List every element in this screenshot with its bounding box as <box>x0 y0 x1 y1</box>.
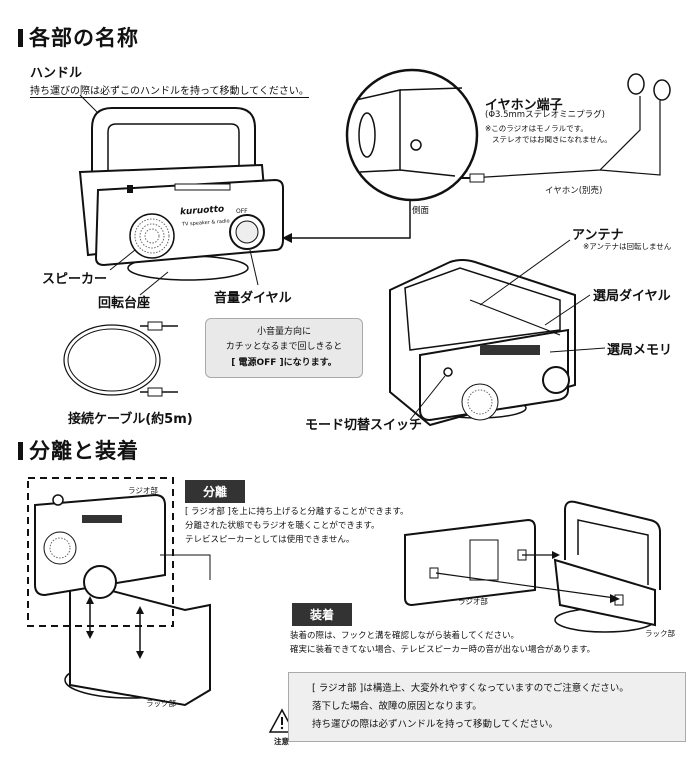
label-radio-part-right: ラジオ部 <box>458 597 488 606</box>
off-label: OFF <box>236 208 248 215</box>
label-mode-switch: モード切替スイッチ <box>305 418 423 433</box>
separation-tag: 分離 <box>185 480 246 503</box>
label-speaker: スピーカー <box>42 272 108 287</box>
label-tuning-dial: 選局ダイヤル <box>593 289 671 304</box>
caution-icon-label: 注意 <box>274 737 289 746</box>
earphone-jack-spec: (Φ3.5mmステレオミニプラグ) <box>485 110 605 120</box>
label-radio-part-left: ラジオ部 <box>128 486 158 495</box>
attach-text: 装着の際は、フックと溝を確認しながら装着してください。 確実に装着できてない場合… <box>290 629 595 657</box>
label-antenna: アンテナ <box>572 228 624 243</box>
separation-text: [ ラジオ部 ]を上に持ち上げると分離することができます。 分離された状態でもラ… <box>185 505 409 547</box>
attach-tag: 装着 <box>292 603 353 626</box>
attach-line: 装着の際は、フックと溝を確認しながら装着してください。 <box>290 631 519 641</box>
caution-line: 持ち運びの際は必ずハンドルを持って移動してください。 <box>312 719 558 731</box>
section-title-separation: 分離と装着 <box>18 435 139 465</box>
caution-line: [ ラジオ部 ]は構造上、大変外れやすくなっていますのでご注意ください。 <box>312 683 629 694</box>
label-earphone-jack: イヤホン端子 <box>485 98 563 113</box>
volume-callout-line: カチッとなるまで回しきると <box>225 342 343 353</box>
caution-box <box>288 672 686 742</box>
handle-note: 持ち運びの際は必ずこのハンドルを持って移動してください。 <box>30 82 309 98</box>
label-handle: ハンドル <box>30 66 83 81</box>
earphone-note-1: ※このラジオはモノラルです。 <box>485 124 588 133</box>
volume-callout-line: 小音量方向に <box>256 327 311 337</box>
label-earphone: イヤホン(別売) <box>545 186 603 196</box>
section-title-parts: 各部の名称 <box>18 22 139 52</box>
label-side: 側面 <box>412 206 430 216</box>
label-rack-part-right: ラック部 <box>645 629 675 638</box>
volume-callout-line: [ 電源OFF ]になります。 <box>231 357 337 368</box>
volume-callout: 小音量方向に カチッとなるまで回しきると [ 電源OFF ]になります。 <box>205 318 363 378</box>
separation-line: テレビスピーカーとしては使用できません。 <box>185 535 355 546</box>
separation-line: [ ラジオ部 ]を上に持ち上げると分離することができます。 <box>185 507 409 517</box>
label-tuning-memory: 選局メモリ <box>607 343 673 358</box>
label-cable: 接続ケーブル(約5m) <box>68 412 193 427</box>
label-rack-part-left: ラック部 <box>146 699 176 708</box>
caution-text: [ ラジオ部 ]は構造上、大変外れやすくなっていますのでご注意ください。 落下し… <box>312 680 629 734</box>
attach-line: 確実に装着できてない場合、テレビスピーカー時の音が出ない場合があります。 <box>290 645 596 656</box>
label-swivel-base: 回転台座 <box>98 296 151 311</box>
separation-line: 分離された状態でもラジオを聴くことができます。 <box>185 521 380 532</box>
label-volume-dial: 音量ダイヤル <box>214 291 292 306</box>
antenna-note: ※アンテナは回転しません <box>583 242 672 251</box>
earphone-note-2: ステレオではお聞きになれません。 <box>492 135 612 144</box>
caution-line: 落下した場合、故障の原因となります。 <box>312 701 482 713</box>
